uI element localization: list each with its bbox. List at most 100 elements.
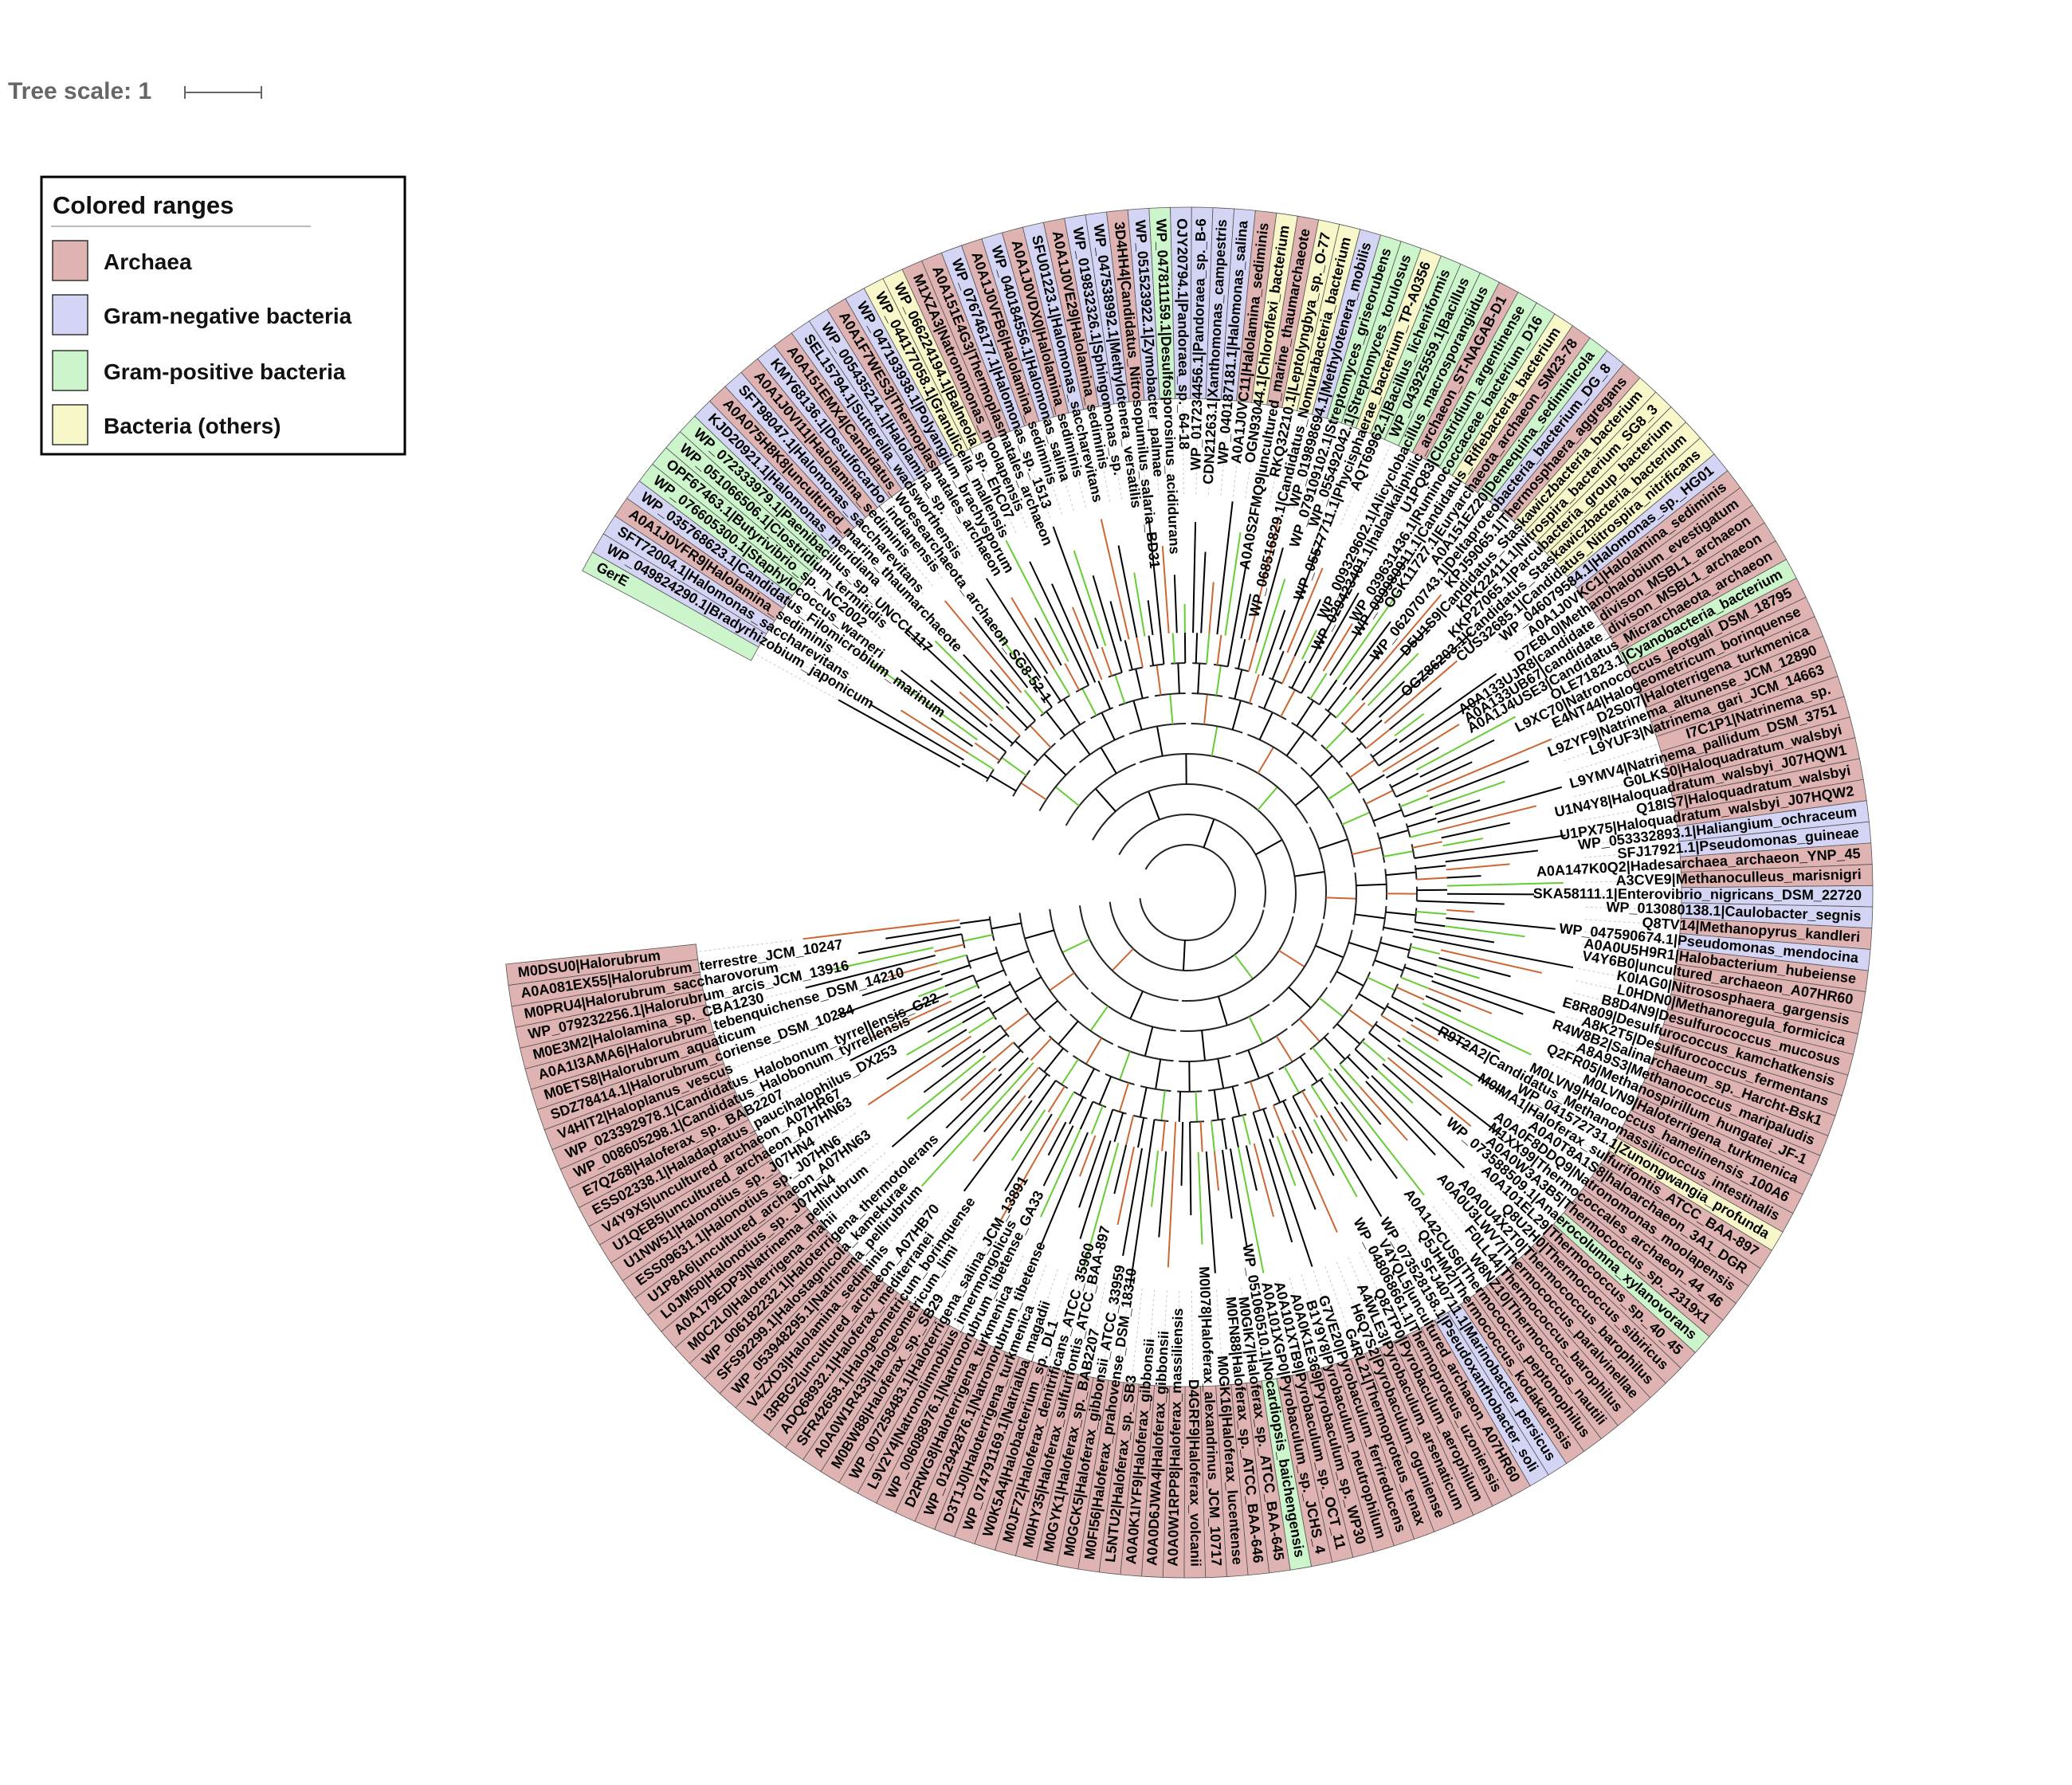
- tree-arc: [1352, 872, 1357, 925]
- leaf-guide-line: [1583, 931, 1680, 942]
- tree-branch: [1372, 738, 1398, 758]
- tree-branch: [1429, 760, 1529, 800]
- tree-branch: [1294, 871, 1325, 877]
- tree-branch: [1315, 592, 1360, 668]
- tree-branch: [1327, 1110, 1348, 1142]
- leaf-guide-line: [1574, 773, 1667, 798]
- tree-branch: [1434, 972, 1556, 1014]
- tree-branch: [1428, 987, 1493, 1014]
- leaf-guide-line: [983, 1255, 1024, 1344]
- tree-branch: [1327, 686, 1348, 712]
- leaf-label: OJY20794.1|Pandoraea_sp._64-18: [1174, 218, 1192, 449]
- tree-branch: [959, 691, 993, 722]
- tree-branch: [1124, 640, 1133, 670]
- tree-branch: [1416, 900, 1447, 903]
- tree-branch: [1161, 546, 1170, 634]
- tree-arc: [1072, 1054, 1101, 1073]
- tree-branch: [1169, 693, 1174, 724]
- tree-branch: [930, 679, 988, 728]
- leaf-label: SKA58111.1|Enterovibrio_nigricans_DSM_22…: [1533, 885, 1862, 903]
- leaf-guide-line: [1412, 1220, 1468, 1300]
- tree-branch: [1094, 788, 1116, 812]
- tree-branch: [1257, 786, 1278, 811]
- tree-branch: [1034, 1000, 1058, 1021]
- tree-branch: [1156, 665, 1162, 696]
- leaf-guide-line: [1470, 1173, 1538, 1242]
- legend-swatch-gram-negative: [52, 294, 88, 335]
- leaf-guide-line: [699, 951, 794, 967]
- tree-branch: [1001, 756, 1027, 776]
- leaf-guide-line: [708, 988, 802, 1013]
- tree-branch: [861, 970, 940, 997]
- leaf-guide-line: [1585, 906, 1682, 912]
- leaf-guide-line: [712, 1000, 805, 1028]
- leaf-guide-line: [1289, 1277, 1315, 1371]
- tree-branch: [1071, 606, 1103, 681]
- tree-arc: [1055, 1080, 1069, 1089]
- tree-branch: [1410, 829, 1440, 838]
- tree-branch: [1029, 561, 1077, 659]
- legend-box: [40, 175, 406, 456]
- tree-branch: [1046, 711, 1066, 736]
- tree-arc: [995, 946, 1007, 976]
- tree-branch: [1073, 550, 1107, 646]
- tree-branch: [891, 1061, 991, 1148]
- leaf-guide-line: [1494, 1145, 1569, 1207]
- tree-branch: [999, 1117, 1060, 1223]
- tree-arc: [1380, 1002, 1390, 1016]
- tree-branch: [1438, 957, 1511, 978]
- tree-branch: [1167, 1121, 1177, 1268]
- tree-branch: [1320, 1115, 1383, 1218]
- tree-branch: [959, 1067, 997, 1101]
- leaf-guide-line: [1328, 430, 1364, 520]
- tree-branch: [934, 944, 964, 953]
- tree-branch: [867, 1035, 972, 1106]
- tree-branch: [1200, 551, 1207, 634]
- leaf-guide-line: [1454, 526, 1520, 598]
- tree-branch: [1414, 853, 1445, 859]
- leaf-guide-line: [1472, 547, 1542, 615]
- tree-branch: [997, 633, 1035, 684]
- tree-arc: [965, 955, 972, 969]
- leaf-guide-line: [1131, 1288, 1143, 1384]
- tree-branch: [1133, 572, 1146, 637]
- tree-arc: [1179, 1054, 1231, 1062]
- tree-branch: [1301, 630, 1317, 660]
- tree-branch: [990, 1042, 1014, 1063]
- tree-branch: [1034, 618, 1062, 666]
- tree-branch: [989, 723, 1014, 744]
- tree-branch: [1160, 634, 1165, 665]
- tree-branch: [1328, 1073, 1425, 1196]
- tree-branch: [1254, 579, 1286, 674]
- tree-branch: [1171, 633, 1175, 664]
- tree-branch: [1252, 1112, 1263, 1142]
- tree-arc: [1128, 723, 1187, 735]
- tree-branch: [1385, 871, 1416, 877]
- tree-branch: [1111, 947, 1134, 971]
- legend-label-archaea: Archaea: [104, 249, 192, 274]
- tree-branch: [1158, 1151, 1167, 1238]
- tree-branch: [1328, 782, 1354, 800]
- tree-arc: [1154, 692, 1186, 697]
- tree-arc: [1154, 1119, 1169, 1123]
- tree-arc: [1235, 1028, 1288, 1056]
- leaf-guide-line: [1497, 582, 1572, 643]
- tree-branch: [1282, 1100, 1297, 1129]
- tree-branch: [1148, 635, 1155, 666]
- leaf-guide-line: [1585, 879, 1682, 883]
- leaf-guide-line: [1207, 398, 1215, 495]
- tree-branch: [1380, 1014, 1407, 1033]
- leaf-guide-line: [1380, 1240, 1429, 1324]
- leaf-guide-line: [988, 440, 1028, 528]
- tree-branch: [1234, 669, 1243, 700]
- leaf-guide-line: [759, 1091, 843, 1140]
- tree-arc: [1236, 762, 1309, 824]
- tree-arc: [1247, 733, 1298, 765]
- leaf-guide-line: [1461, 1182, 1528, 1253]
- tree-branch: [1339, 1063, 1361, 1088]
- tree-arc: [988, 916, 995, 941]
- leaf-guide-line: [697, 940, 792, 952]
- leaf-guide-line: [1581, 818, 1677, 834]
- tree-arc: [1376, 832, 1386, 863]
- leaf-guide-line: [1519, 619, 1600, 673]
